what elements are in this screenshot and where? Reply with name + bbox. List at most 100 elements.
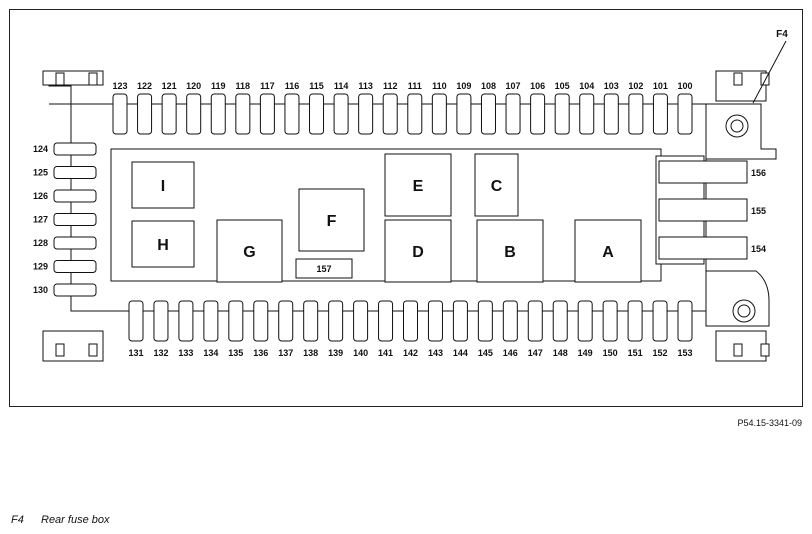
fuse-label: 146 [503,348,518,358]
fuse-left-125 [53,166,97,179]
fuse-label: 155 [751,206,766,216]
fuse-label: 133 [178,348,193,358]
fuse-label: 101 [653,81,668,91]
f4-callout-label: F4 [776,29,788,40]
fuse-label: 121 [162,81,177,91]
fuse-label: 103 [604,81,619,91]
fuse-bottom-152 [652,300,668,342]
fuse-label: 113 [358,81,373,91]
relay-h [131,220,195,268]
bracket-tooth [88,343,98,357]
fuse-label: 156 [751,168,766,178]
fuse-top-118 [235,93,251,135]
fuse-157-label: 157 [316,264,331,274]
bracket-tooth [55,343,65,357]
legend-text: Rear fuse box [41,514,110,526]
fuse-bottom-134 [203,300,219,342]
fuse-top-119 [210,93,226,135]
fuse-top-108 [480,93,496,135]
relay-i-label: I [161,178,165,195]
fuse-label: 145 [478,348,493,358]
fuse-157 [295,258,353,279]
relay-c-label: C [491,178,503,195]
fuse-label: 138 [303,348,318,358]
fuse-label: 150 [603,348,618,358]
fuse-label: 125 [33,168,48,178]
fuse-bottom-142 [403,300,418,342]
fuse-top-105 [554,93,570,135]
fuse-label: 131 [128,348,143,358]
fuse-bottom-141 [378,300,394,342]
fuse-top-109 [456,93,472,135]
fuse-label: 144 [453,348,468,358]
fuse-top-111 [407,93,423,135]
bracket-tooth [760,72,770,86]
fuse-label: 151 [628,348,643,358]
fuse-label: 109 [456,81,471,91]
relay-b-label: B [504,244,516,261]
fuse-label: 139 [328,348,343,358]
fuse-label: 126 [33,191,48,201]
fuse-label: 130 [33,285,48,295]
fuse-top-102 [628,93,644,135]
fuse-bottom-135 [228,300,244,342]
bracket-tooth [88,72,98,86]
fuse-label: 152 [653,348,668,358]
fuse-label: 128 [33,238,48,248]
legend-key: F4 [11,514,24,526]
fuse-left-129 [53,260,97,273]
fuse-label: 102 [628,81,643,91]
fuse-label: 141 [378,348,393,358]
fuse-label: 153 [677,348,692,358]
fuse-top-117 [259,93,275,135]
legend: F4 Rear fuse box [11,514,109,526]
fuse-top-120 [186,93,202,135]
fuse-label: 111 [408,81,422,91]
fuse-left-127 [53,213,97,226]
relay-d [384,219,452,283]
bracket-tooth [733,72,743,86]
fuse-top-107 [505,93,521,135]
fuse-label: 105 [555,81,570,91]
fuse-bottom-146 [502,300,518,342]
fuse-bottom-143 [427,300,443,342]
fuse-label: 118 [236,81,251,91]
fuse-label: 100 [677,81,692,91]
fuse-label: 108 [481,81,496,91]
fuse-bottom-147 [527,300,543,342]
fuse-top-116 [284,93,300,135]
relay-c [474,153,519,217]
fuse-top-114 [333,93,349,135]
fuse-label: 135 [228,348,243,358]
fuse-bottom-144 [452,300,468,342]
fuse-label: 154 [751,244,766,254]
fuse-bottom-139 [328,300,344,342]
fuse-label: 114 [334,81,349,91]
fuse-label: 117 [260,81,275,91]
relay-e [384,153,452,217]
relay-h-label: H [157,237,169,254]
fuse-label: 110 [432,81,447,91]
fuse-label: 116 [285,81,300,91]
bracket-tooth [760,343,770,357]
relay-d-label: D [412,244,424,261]
fuse-top-104 [579,93,595,135]
relay-b [476,219,544,283]
bracket-tooth [55,72,65,86]
fuse-top-112 [382,93,398,135]
relay-a-label: A [602,244,614,261]
fuse-label: 123 [112,81,127,91]
ground-stud-inner [737,304,751,318]
reference-code: P54.15-3341-09 [737,418,802,428]
fuse-label: 136 [253,348,268,358]
fuse-right-156 [658,160,748,184]
fuse-top-122 [137,93,153,135]
fuse-left-126 [53,189,97,203]
fuse-label: 132 [153,348,168,358]
fuse-left-128 [53,236,97,250]
fuse-top-103 [603,93,619,135]
fuse-label: 127 [33,215,48,225]
fuse-top-106 [530,93,546,135]
fuse-bottom-137 [278,300,294,342]
